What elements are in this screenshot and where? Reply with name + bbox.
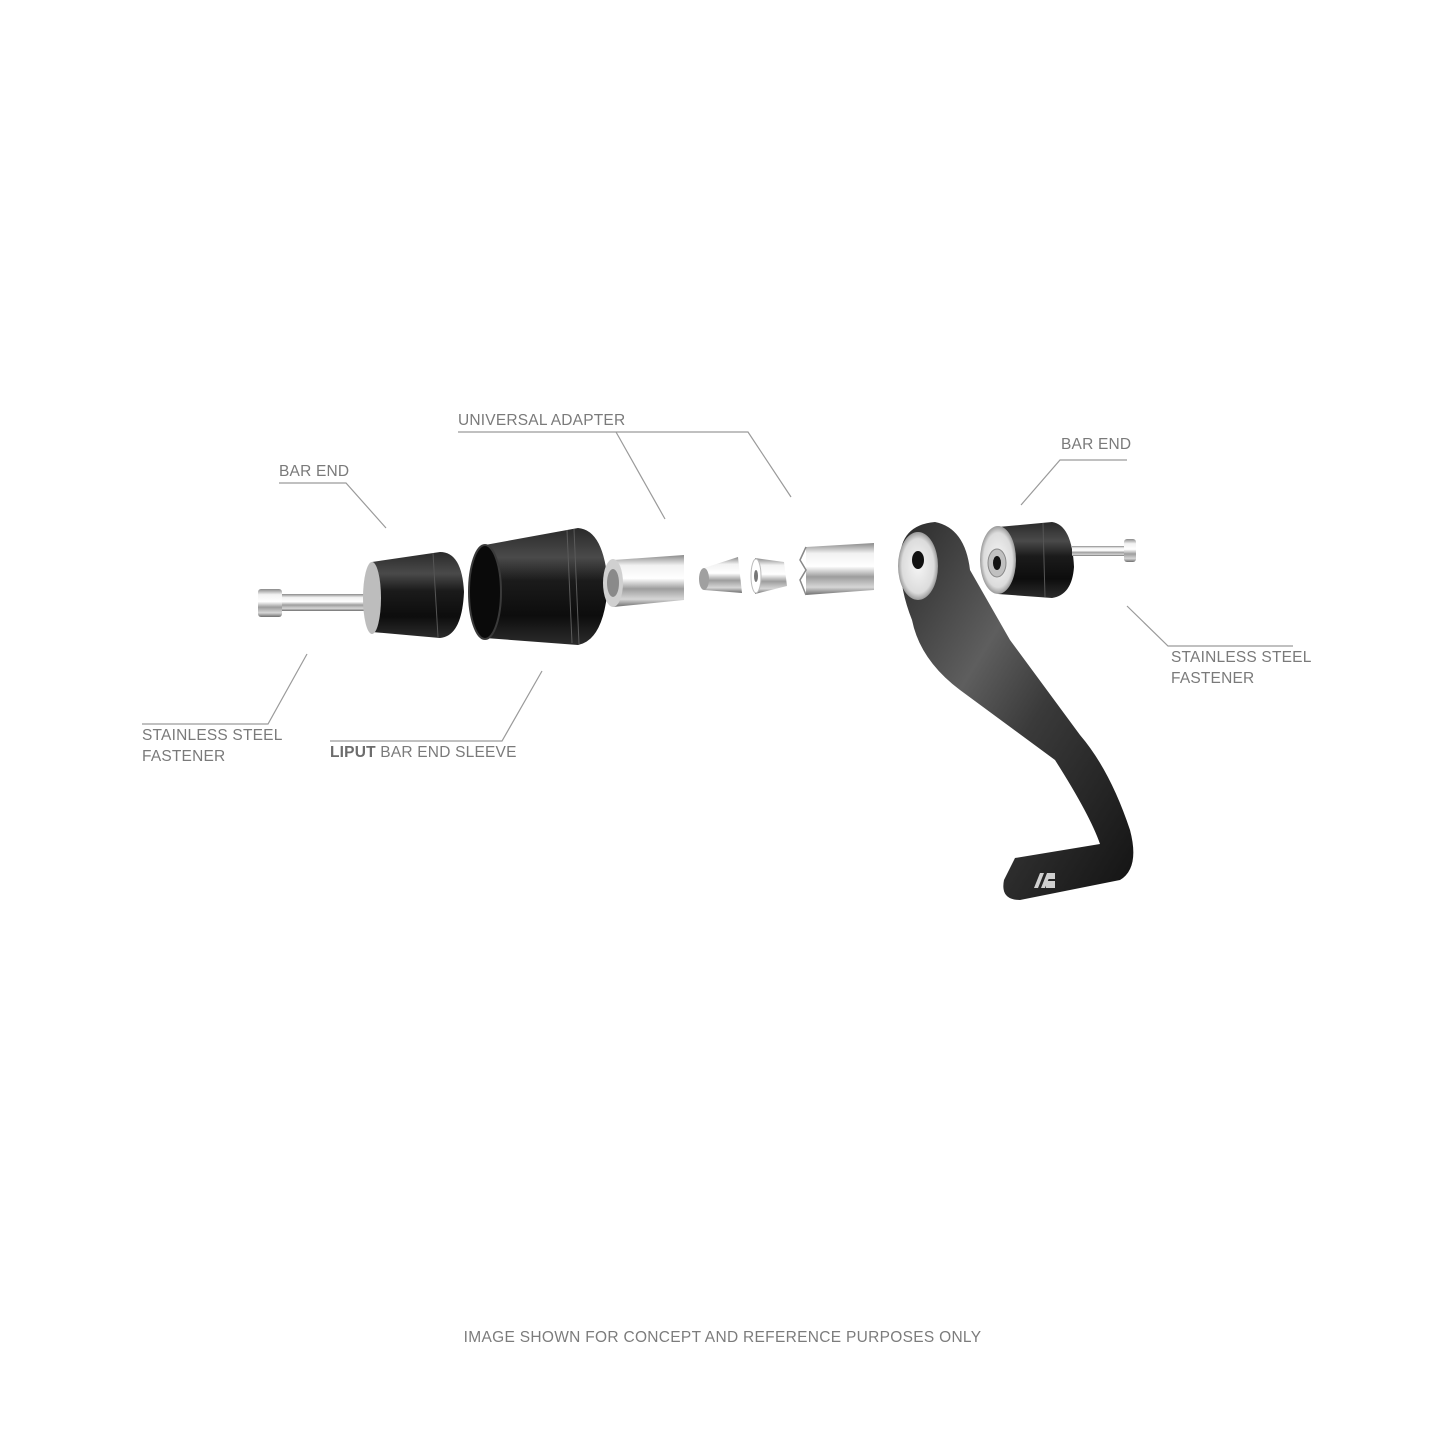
disclaimer-footer: IMAGE SHOWN FOR CONCEPT AND REFERENCE PU…	[463, 1329, 982, 1346]
label-universal-adapter: UNIVERSAL ADAPTER	[458, 412, 626, 429]
leader-bar-end-left	[279, 482, 387, 529]
expansion-cone-1	[699, 557, 742, 593]
leader-fastener-right	[1126, 605, 1293, 647]
label-bar-end-left: BAR END	[279, 463, 350, 480]
fastener-right	[1072, 539, 1136, 562]
label-sleeve-rest: BAR END SLEEVE	[375, 744, 517, 761]
leader-sleeve	[330, 670, 543, 742]
bar-end-left	[363, 552, 464, 638]
label-bar-end-right: BAR END	[1061, 436, 1132, 453]
leader-universal-adapter-2	[615, 431, 666, 520]
bar-end-right	[980, 522, 1074, 598]
label-fastener-left: STAINLESS STEEL FASTENER	[142, 725, 283, 767]
label-fastener-left-line2: FASTENER	[142, 748, 226, 765]
lever-guard	[898, 522, 1134, 900]
leader-lines	[142, 431, 1293, 742]
leader-bar-end-right	[1020, 459, 1127, 506]
adapter-cylinder	[603, 555, 684, 607]
label-fastener-right-line1: STAINLESS STEEL	[1171, 649, 1312, 666]
fastener-left	[258, 589, 370, 617]
leader-fastener-left	[142, 653, 308, 725]
label-fastener-left-line1: STAINLESS STEEL	[142, 727, 283, 744]
label-liput-sleeve: LIPUT BAR END SLEEVE	[330, 742, 517, 763]
label-fastener-right: STAINLESS STEEL FASTENER	[1171, 647, 1312, 689]
label-sleeve-brand: LIPUT	[330, 744, 376, 761]
slotted-sleeve	[799, 543, 874, 596]
liput-sleeve	[468, 528, 608, 645]
brand-logo-icon	[1034, 873, 1055, 888]
leader-universal-adapter	[458, 431, 792, 498]
expansion-cone-2	[750, 558, 787, 594]
label-fastener-right-line2: FASTENER	[1171, 670, 1255, 687]
